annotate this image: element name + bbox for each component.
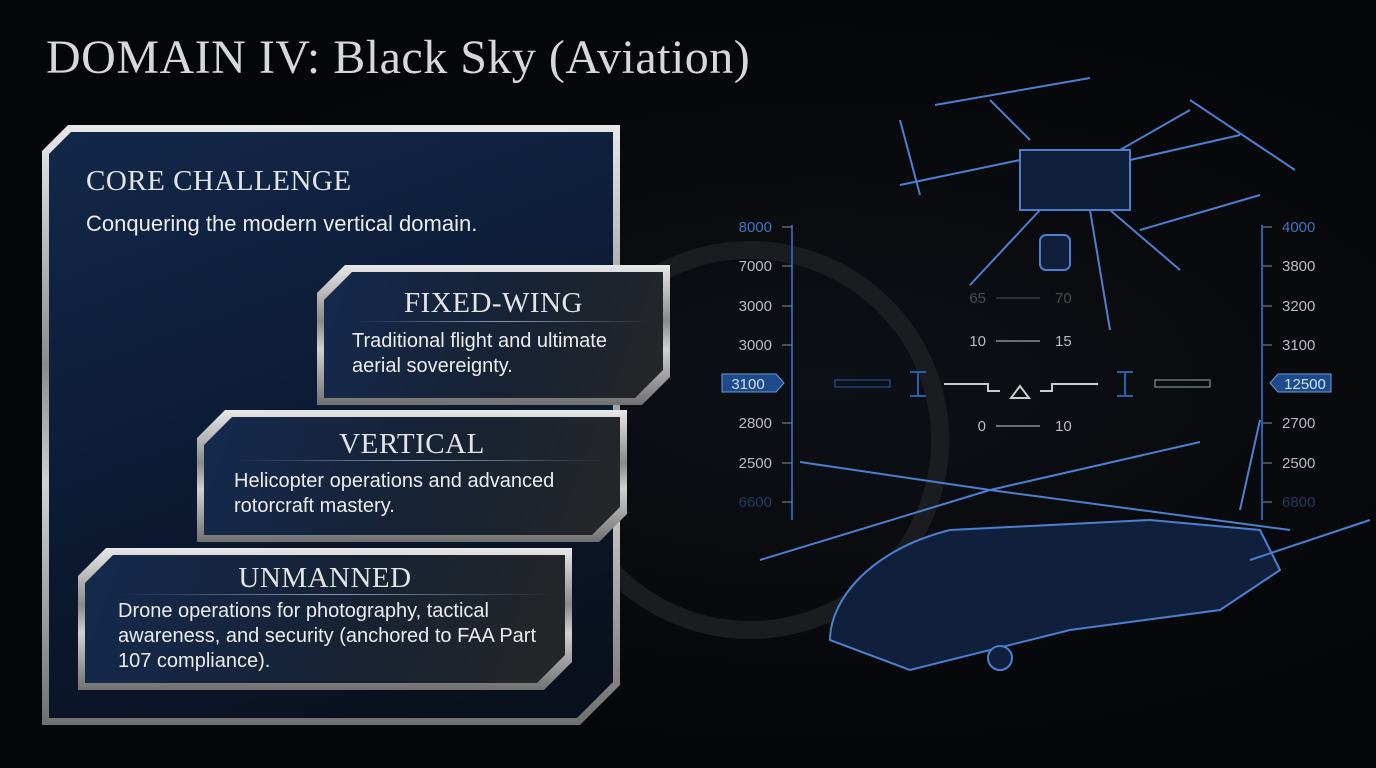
pitch-label-left: 0	[978, 418, 986, 435]
card-fixed-wing: FIXED-WING Traditional flight and ultima…	[317, 265, 670, 405]
pitch-label-left: 65	[969, 290, 986, 307]
core-heading: CORE CHALLENGE	[86, 165, 352, 197]
card-vertical: VERTICAL Helicopter operations and advan…	[197, 410, 627, 542]
drone-blueprint	[899, 77, 1296, 331]
left-scale-label: 6600	[739, 494, 772, 511]
pitch-label-right: 70	[1055, 290, 1072, 307]
left-scale-label: 8000	[739, 219, 772, 236]
card-heading: VERTICAL	[339, 428, 485, 460]
right-scale-label: 3200	[1282, 298, 1315, 315]
right-scale-label: 2500	[1282, 455, 1315, 472]
left-scale-label: 3000	[739, 337, 772, 354]
pitch-label-left: 10	[969, 333, 986, 350]
right-scale-label: 2700	[1282, 415, 1315, 432]
right-bar	[1154, 379, 1211, 388]
card-heading: UNMANNED	[238, 562, 412, 594]
pitch-label-right: 15	[1055, 333, 1072, 350]
left-readout-box	[721, 373, 785, 393]
card-text: Traditional flight and ultimate aerial s…	[352, 330, 607, 377]
card-text: Drone operations for photography, tactic…	[118, 600, 536, 672]
right-scale-label: 3100	[1282, 337, 1315, 354]
card-text: Helicopter operations and advanced rotor…	[234, 470, 555, 517]
left-scale-label: 7000	[739, 258, 772, 275]
horizon-marker	[944, 383, 1098, 399]
left-scale-label: 2800	[739, 415, 772, 432]
right-scale-label: 4000	[1282, 219, 1315, 236]
left-bar	[834, 379, 891, 388]
pitch-label-right: 10	[1055, 418, 1072, 435]
right-scale-label: 3800	[1282, 258, 1315, 275]
right-readout: 12500	[1284, 376, 1326, 393]
core-text: Conquering the modern vertical domain.	[86, 211, 478, 236]
right-scale-label: 6800	[1282, 494, 1315, 511]
reticle-brackets	[910, 371, 1133, 397]
left-scale-label: 2500	[739, 455, 772, 472]
card-unmanned: UNMANNED Drone operations for photograph…	[78, 548, 572, 690]
left-scale-label: 3000	[739, 298, 772, 315]
card-heading: FIXED-WING	[404, 287, 583, 319]
left-readout: 3100	[731, 376, 764, 393]
helicopter-blueprint	[759, 419, 1371, 672]
right-readout-box	[1269, 373, 1332, 393]
page-title: DOMAIN IV: Black Sky (Aviation)	[46, 31, 751, 84]
